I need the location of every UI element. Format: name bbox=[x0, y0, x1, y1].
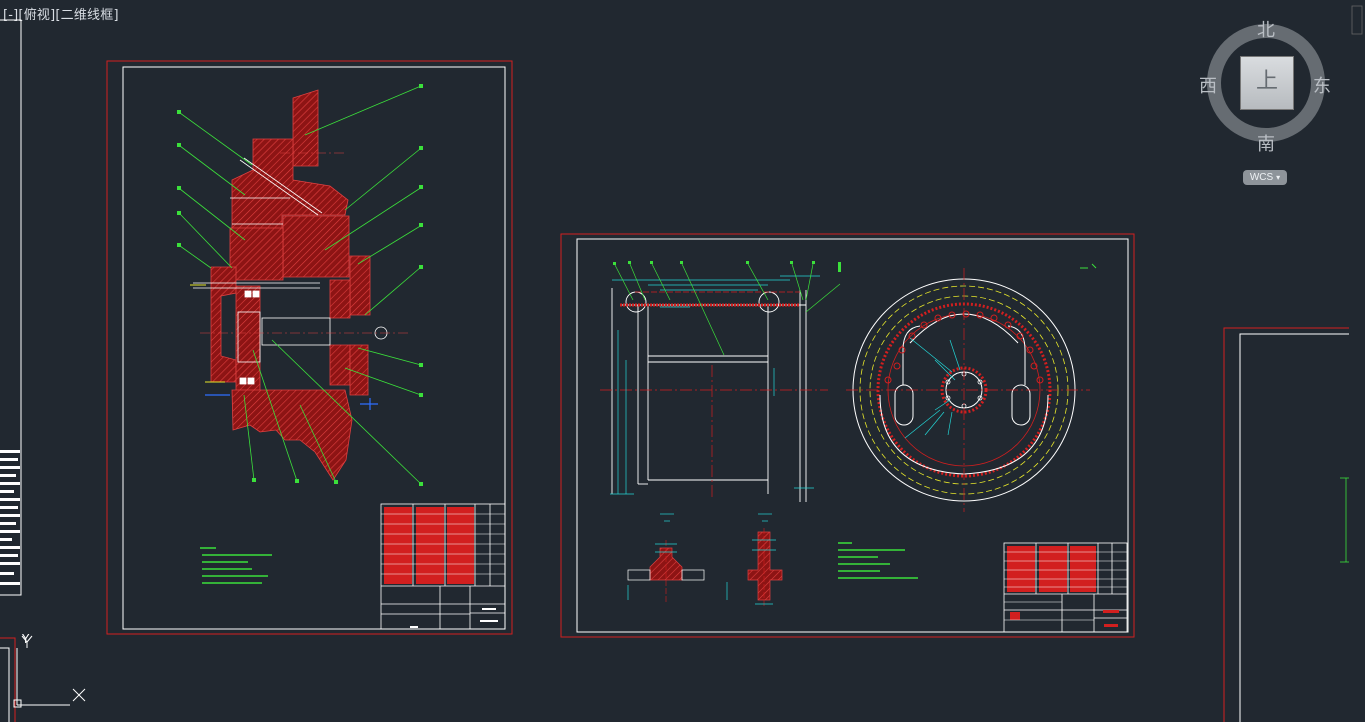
chevron-down-icon: ▾ bbox=[1276, 173, 1281, 182]
assembly-leader-lines bbox=[179, 85, 423, 485]
right-partial-sheet bbox=[1223, 327, 1365, 722]
viewport-controls-label[interactable]: [-][俯视][二维线框] bbox=[3, 8, 119, 23]
drawing-sheet-assembly bbox=[106, 60, 513, 635]
viewcube-north[interactable]: 北 bbox=[1257, 20, 1275, 41]
viewcube-south[interactable]: 南 bbox=[1257, 134, 1275, 155]
ucs-icon bbox=[13, 635, 86, 708]
drum-front-view bbox=[611, 288, 807, 502]
scroll-handle[interactable] bbox=[1351, 5, 1363, 35]
section-detail-2 bbox=[726, 513, 783, 606]
drawing-sheet-drum bbox=[560, 233, 1135, 638]
viewcube-east[interactable]: 东 bbox=[1313, 76, 1331, 97]
wcs-menu-button[interactable]: WCS▾ bbox=[1243, 170, 1287, 185]
wcs-label: WCS bbox=[1249, 172, 1274, 183]
viewcube-ring[interactable] bbox=[1207, 24, 1325, 142]
section-detail-1 bbox=[627, 513, 705, 604]
drum-dimension-lines bbox=[610, 275, 820, 495]
drum-technical-notes bbox=[838, 542, 918, 579]
assembly-technical-notes bbox=[200, 547, 272, 584]
viewcube-west[interactable]: 西 bbox=[1199, 76, 1217, 97]
viewcube-top-face[interactable]: 上 bbox=[1240, 56, 1294, 110]
assembly-title-block bbox=[380, 503, 506, 630]
assembly-section-view bbox=[210, 89, 371, 481]
ucs-y-label: Y bbox=[22, 632, 30, 646]
vertical-scroll-area[interactable] bbox=[1349, 0, 1365, 722]
left-partial-sheet bbox=[0, 19, 22, 722]
